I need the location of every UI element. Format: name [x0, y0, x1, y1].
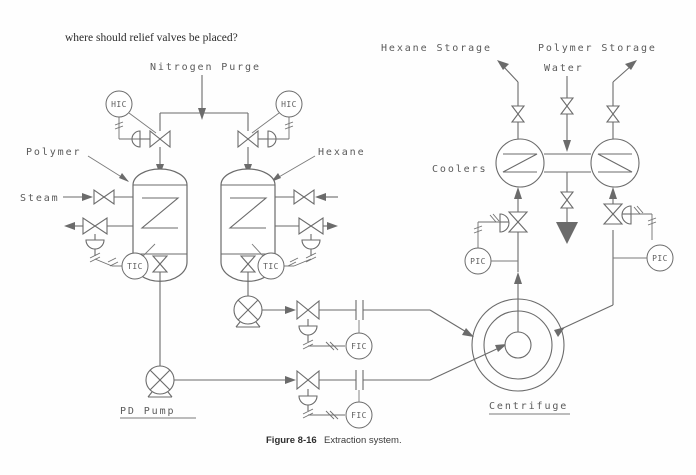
instrument-tag-pic-left: PIC: [470, 257, 486, 266]
instrument-tag-hic-left: HIC: [111, 100, 127, 109]
centrifuge-feed-upper: [429, 309, 474, 337]
steam-inlet-upper-left: [63, 188, 133, 206]
valve-steam-upper-right[interactable]: [293, 188, 315, 206]
actuator-tic-right: [301, 239, 321, 250]
steam-return-lower-right: [275, 216, 338, 267]
actuator-pic-right: [621, 205, 632, 225]
instrument-bubble-hic-left[interactable]: [105, 90, 133, 118]
instrument-bubble-tic-right[interactable]: [257, 252, 285, 280]
label-coolers: Coolers: [432, 164, 487, 175]
control-valve-nitrogen-left[interactable]: [149, 129, 171, 149]
block-valve-hexane-storage[interactable]: [510, 105, 526, 123]
instrument-tag-hic-right: HIC: [281, 100, 297, 109]
block-valve-water-outlet[interactable]: [559, 191, 575, 209]
instrument-tag-fic-lower: FIC: [351, 411, 367, 420]
instrument-tag-tic-right: TIC: [263, 262, 279, 271]
label-polymer-storage: Polymer Storage: [538, 43, 657, 54]
steam-return-lower-left: [64, 216, 133, 267]
water-outlet-line: [556, 172, 578, 244]
vessel-polymer: [132, 168, 188, 282]
label-water: Water: [544, 63, 584, 74]
water-inlet-line: [559, 76, 575, 152]
pic-left-loop: PIC: [464, 211, 529, 275]
hic-left-loop: HIC: [105, 90, 171, 175]
flow-loop-lower: FIC: [174, 369, 430, 429]
centrifuge-feed-lower: [429, 344, 507, 381]
label-centrifuge: Centrifuge: [489, 401, 568, 412]
cooler-left-outlet: [497, 60, 526, 139]
instrument-bubble-hic-right[interactable]: [275, 90, 303, 118]
label-hexane: Hexane: [318, 147, 366, 158]
cooler-left-inlet: [514, 187, 522, 212]
hic-right-loop: HIC: [237, 90, 303, 175]
cooler-left[interactable]: [495, 138, 545, 188]
instrument-tag-fic-upper: FIC: [351, 342, 367, 351]
label-nitrogen-purge: Nitrogen Purge: [150, 62, 261, 73]
instrument-tag-pic-right: PIC: [652, 254, 668, 263]
label-pd-pump: PD Pump: [120, 406, 175, 417]
tic-right-loop: TIC: [251, 243, 285, 280]
label-polymer: Polymer: [26, 147, 81, 158]
pic-right-loop: PIC: [602, 203, 674, 282]
leader-polymer: [87, 155, 129, 182]
actuator-tic-left: [85, 239, 105, 250]
caption-text: Extraction system.: [324, 435, 402, 446]
flow-loop-upper: FIC: [262, 299, 430, 360]
instrument-bubble-tic-left[interactable]: [121, 252, 149, 280]
pump-lower[interactable]: [145, 365, 175, 398]
question-note: where should relief valves be placed?: [65, 32, 238, 44]
cooler-right-inlet: [609, 187, 617, 204]
hexane-vessel-outlet: [239, 255, 257, 296]
actuator-fic-lower: [298, 395, 318, 406]
polymer-vessel-outlet: [151, 255, 169, 366]
cooler-right-outlet: [605, 60, 637, 139]
cooler-right[interactable]: [590, 138, 640, 188]
instrument-tag-tic-left: TIC: [127, 262, 143, 271]
label-steam: Steam: [20, 193, 60, 204]
actuator-pic-left: [499, 213, 510, 233]
actuator-fic-upper: [298, 325, 318, 336]
caption-number: Figure 8-16: [266, 435, 317, 446]
steam-inlet-upper-right: [275, 188, 338, 206]
control-valve-fic-lower[interactable]: [296, 369, 320, 391]
centrifuge-outlet-center: [514, 272, 522, 332]
nitrogen-purge-line: [159, 75, 249, 130]
tic-left-loop: TIC: [121, 243, 156, 280]
label-hexane-storage: Hexane Storage: [381, 43, 492, 54]
block-valve-polymer-storage[interactable]: [605, 105, 621, 123]
centrifuge-outlet-right: [554, 282, 614, 337]
